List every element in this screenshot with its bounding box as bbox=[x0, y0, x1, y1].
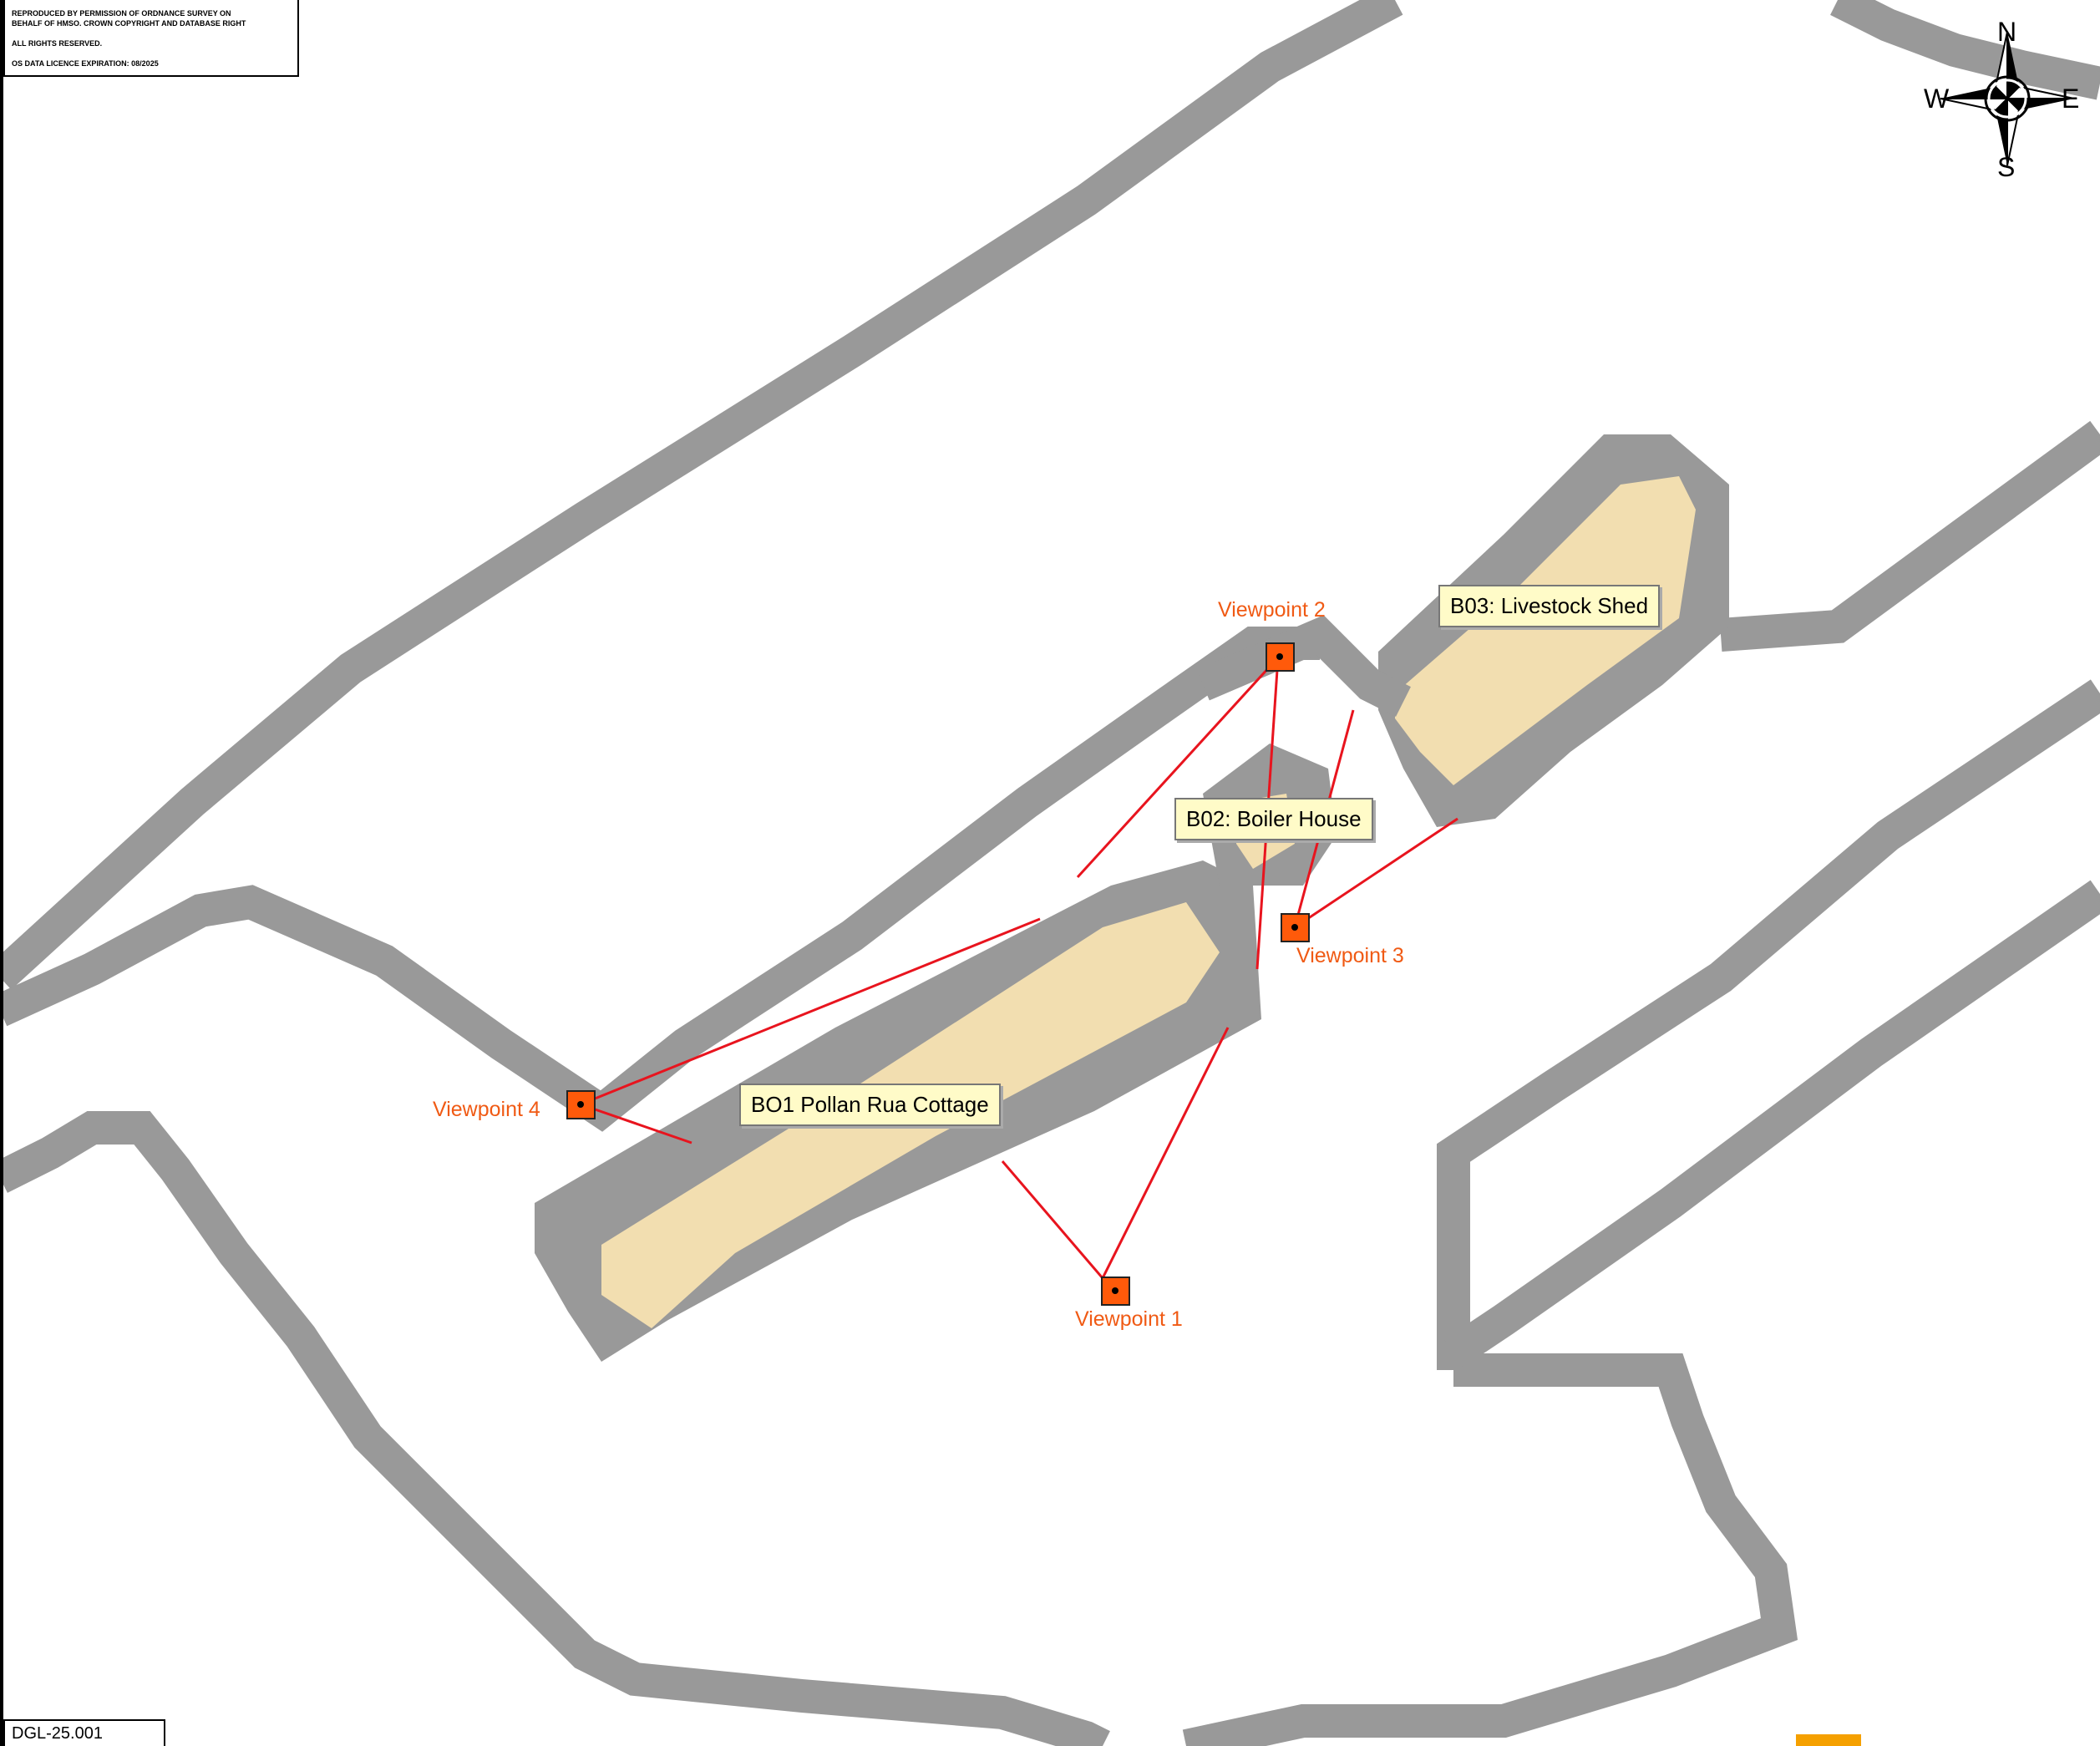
boundary-line-east bbox=[1719, 420, 2100, 652]
compass-east-label: E bbox=[2062, 84, 2080, 114]
view-line-vp3-b bbox=[1294, 817, 1458, 929]
boundary-line-southeast bbox=[1182, 1353, 1798, 1746]
view-line-vp4-a bbox=[580, 917, 1041, 1106]
boundary-line-southwest bbox=[0, 1111, 1110, 1746]
copyright-line-1: REPRODUCED BY PERMISSION OF ORDNANCE SUR… bbox=[12, 9, 246, 28]
boundary-line-east-inner bbox=[1443, 880, 2100, 1368]
drawing-reference-text: DGL-25.001 bbox=[12, 1724, 103, 1743]
viewpoint-2-marker[interactable] bbox=[1266, 642, 1295, 672]
building-b02-label[interactable]: B02: Boiler House bbox=[1174, 798, 1373, 840]
building-b03-fill bbox=[1395, 476, 1696, 785]
building-b03-label[interactable]: B03: Livestock Shed bbox=[1438, 585, 1661, 627]
copyright-notice: REPRODUCED BY PERMISSION OF ORDNANCE SUR… bbox=[3, 0, 299, 77]
left-frame-rule bbox=[0, 0, 3, 1746]
legend-swatch-fragment bbox=[1796, 1734, 1861, 1746]
view-line-vp2-a bbox=[1076, 656, 1280, 879]
compass-south-label: S bbox=[1997, 152, 2016, 182]
view-lines bbox=[580, 656, 1458, 1279]
view-line-vp1-a bbox=[1001, 1160, 1104, 1279]
drawing-reference: DGL-25.001 bbox=[3, 1719, 165, 1746]
view-line-vp4-b bbox=[580, 1103, 692, 1145]
viewpoint-1-label[interactable]: Viewpoint 1 bbox=[1075, 1307, 1183, 1331]
compass-west-label: W bbox=[1924, 84, 1950, 114]
view-line-vp1-b bbox=[1101, 1027, 1230, 1279]
viewpoint-4-label[interactable]: Viewpoint 4 bbox=[433, 1098, 540, 1121]
compass-north-label: N bbox=[1997, 17, 2017, 47]
compass-rose-icon bbox=[1940, 31, 2075, 166]
viewpoint-3-label[interactable]: Viewpoint 3 bbox=[1296, 944, 1404, 967]
buildings bbox=[535, 434, 1729, 1362]
viewpoint-markers bbox=[566, 642, 1310, 1306]
viewpoint-3-marker[interactable] bbox=[1281, 913, 1310, 942]
copyright-line-2: ALL RIGHTS RESERVED. bbox=[12, 39, 103, 48]
boundary-line-connector bbox=[1196, 615, 1411, 717]
boundary-line-northwest bbox=[0, 0, 1403, 990]
copyright-line-3: OS DATA LICENCE EXPIRATION: 08/2025 bbox=[12, 59, 159, 68]
boundary-line-east-lower bbox=[1437, 679, 2100, 1370]
building-b01-label[interactable]: BO1 Pollan Rua Cottage bbox=[739, 1084, 1001, 1126]
viewpoint-1-marker[interactable] bbox=[1101, 1277, 1130, 1306]
viewpoint-2-label[interactable]: Viewpoint 2 bbox=[1218, 598, 1326, 622]
viewpoint-4-marker[interactable] bbox=[566, 1090, 596, 1119]
boundary-line-northeast-corner bbox=[1830, 0, 2100, 100]
